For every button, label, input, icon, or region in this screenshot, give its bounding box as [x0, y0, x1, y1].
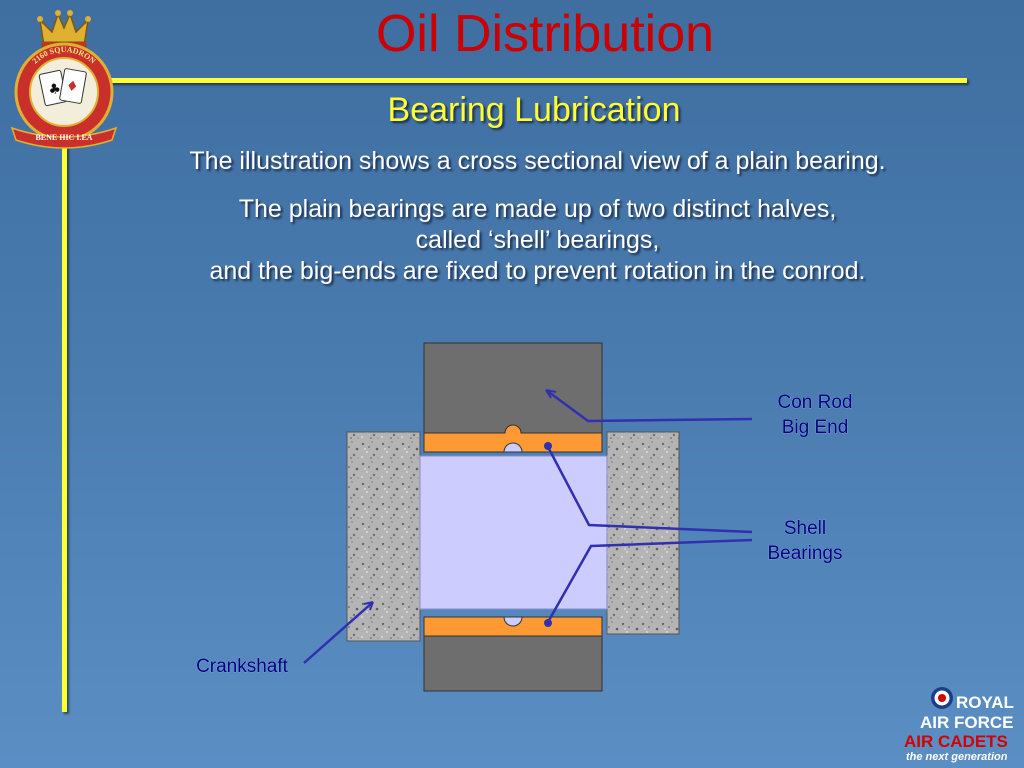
shell-label: Shell [784, 518, 826, 539]
shell-description: The plain bearings are made up of two di… [70, 194, 1005, 287]
playing-cards-icon: ♣ ♦ [38, 68, 87, 107]
horizontal-accent-line [62, 78, 967, 83]
crankshaft-web-right [606, 431, 680, 635]
big-end-label: Big End [782, 417, 849, 438]
slide-subtitle: Bearing Lubrication [387, 91, 681, 129]
crankshaft-label: Crankshaft [196, 656, 289, 677]
upper-shell-bearing [423, 424, 603, 453]
logo-air-force: AIR FORCE [920, 713, 1014, 732]
bearings-label: Bearings [768, 543, 843, 564]
con-rod-cap [423, 635, 603, 692]
crankshaft-web-left [346, 431, 421, 642]
con-rod-label: Con Rod [778, 392, 853, 413]
vertical-accent-line [62, 132, 67, 712]
shell-leader-upper [546, 446, 753, 534]
shell-leader-lower [546, 538, 753, 623]
logo-royal: ROYAL [956, 693, 1014, 712]
intro-paragraph: The illustration shows a cross sectional… [189, 147, 886, 175]
crankshaft-leader [303, 601, 374, 664]
con-rod-upper [423, 342, 603, 434]
bearing-cross-section-diagram: Con Rod Big End Shell Bearings Crankshaf… [196, 342, 853, 692]
raf-air-cadets-logo: ROYAL AIR FORCE AIR CADETS the next gene… [898, 684, 1022, 766]
raf-roundel-icon [931, 687, 953, 709]
slide-title: Oil Distribution [375, 5, 715, 63]
crankpin-journal [419, 455, 608, 610]
description-line: called ‘shell’ bearings, [415, 226, 660, 254]
squadron-crest-icon: ♣ ♦ 2160 SQUADRON BENE HIC I.EA [10, 10, 118, 149]
logo-tagline: the next generation [906, 751, 1008, 763]
svg-text:BENE HIC I.EA: BENE HIC I.EA [35, 133, 92, 142]
svg-text:♣: ♣ [47, 81, 63, 99]
con-rod-leader [545, 388, 753, 423]
svg-text:♦: ♦ [65, 78, 80, 96]
logo-air-cadets: AIR CADETS [904, 732, 1008, 751]
description-line: The plain bearings are made up of two di… [238, 195, 837, 223]
description-line: and the big-ends are fixed to prevent ro… [209, 257, 866, 285]
